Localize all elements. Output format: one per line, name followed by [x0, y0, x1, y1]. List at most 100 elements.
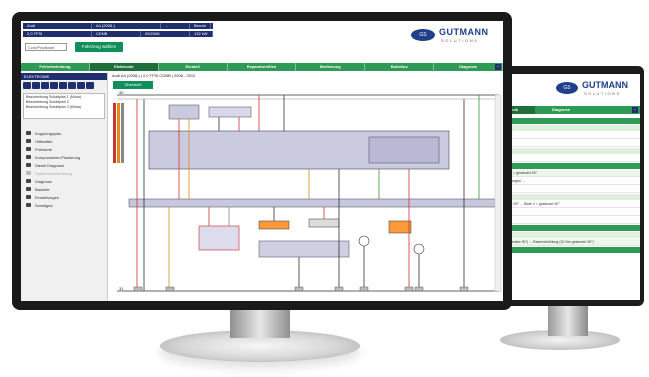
list-item[interactable]: Beschreibung Schaltplan 2 [26, 100, 69, 104]
main-panel: Audi A4 (2008-) | 2,0 TFSI CDNB | 2008 -… [109, 73, 503, 301]
back-section-bar [482, 118, 640, 124]
sidebar-item-label: Prüfwerte [35, 146, 53, 152]
back-section-bar [482, 247, 640, 253]
vehicle-model: A4 (2008-) [92, 23, 161, 29]
back-row[interactable]: ... (auf Motortemperatur 90°) ... Reserv… [482, 239, 640, 246]
back-section-bar [482, 225, 640, 231]
vehicle-date: 09/2008 [141, 31, 190, 37]
back-logo-oval-icon: GS [556, 82, 578, 94]
sidebar-item-einstellungen[interactable]: Einstellungen [21, 193, 107, 201]
help-icon[interactable] [86, 82, 94, 89]
diagram-list[interactable]: Beschreibung Schaltplan 1 (Motor) Beschr… [23, 93, 105, 119]
vehicle-power: 132 kW [190, 31, 213, 37]
fit-icon[interactable] [50, 82, 58, 89]
list-item[interactable]: Beschreibung Schaltplan 3 (Klima) [26, 105, 82, 109]
fuse-box [168, 104, 200, 120]
home-icon[interactable] [77, 82, 85, 89]
forward-icon[interactable] [68, 82, 76, 89]
ecu-block [258, 240, 350, 258]
sidebar-item-label: Kopplungsplan [35, 130, 62, 136]
sub-module [368, 136, 440, 164]
highlighted-component [198, 225, 240, 251]
parts-icon [26, 187, 31, 191]
settings-icon [26, 195, 31, 199]
back-row[interactable]: Anzeige, Stufe 1 = 90° ... Stufe 2 = ges… [482, 201, 640, 208]
sidebar-menu: Kopplungsplan Hilfsmittel Prüfwerte Komp… [21, 129, 107, 209]
collapse-icon[interactable]: − [495, 64, 501, 70]
sidebar-item-kopplungsplan[interactable]: Kopplungsplan [21, 129, 107, 137]
back-tab-diagnose[interactable]: Diagnose [552, 107, 571, 112]
back-monitor-stand-neck [548, 306, 588, 336]
back-collapse-icon[interactable]: − [632, 107, 638, 113]
back-row-text: ... (auf Motortemperatur 90°) ... Reserv… [484, 240, 594, 244]
vehicle-make: Audi [23, 23, 92, 29]
overview-button[interactable]: Übersicht [113, 81, 153, 89]
sidebar: ELEKTRONIK Beschreibung Schaltplan 1 (Mo… [21, 73, 108, 301]
sidebar-item-sonstiges[interactable]: Sonstiges [21, 201, 107, 209]
search-input[interactable]: Ccm/Prodkode [25, 43, 67, 51]
sidebar-item-label: Diesel Diagnose [35, 162, 65, 168]
back-content: Motor Zylinder 1 ... Heizung ... stufe 2… [482, 118, 640, 254]
tab-elektronik[interactable]: Elektronik [89, 63, 159, 71]
tool-icon [26, 139, 31, 143]
rail-label-top: 30 [119, 91, 124, 95]
wire-color-legend [113, 103, 124, 163]
sidebar-item-diesel[interactable]: Diesel Diagnose [21, 161, 107, 169]
diagram-scrollbar [494, 94, 502, 292]
location-icon [26, 155, 31, 159]
vehicle-fuel: Benzin [190, 23, 212, 29]
chip-icon [26, 179, 31, 183]
back-brand-name: GUTMANN [582, 80, 628, 90]
back-subsection [482, 194, 640, 200]
vehicle-variant: ... [161, 23, 190, 29]
back-monitor-stand-base [500, 330, 620, 350]
tab-diagnose[interactable]: Diagnose [434, 63, 503, 71]
motor-symbol [358, 235, 370, 247]
back-row[interactable] [482, 186, 640, 193]
sidebar-toolbar [21, 80, 107, 91]
back-subsection [482, 148, 640, 154]
wiring-diagram[interactable]: 30 31 [109, 91, 503, 301]
back-row[interactable] [482, 140, 640, 147]
tab-einstell[interactable]: Einstell [159, 63, 228, 71]
zoom-in-icon[interactable] [32, 82, 40, 89]
tab-bedienung[interactable]: Bedienung [296, 63, 366, 71]
list-item[interactable]: Beschreibung Schaltplan 1 (Motor) [26, 95, 82, 99]
sidebar-item-label: Sonstiges [35, 202, 53, 208]
sidebar-item-bauteile[interactable]: Bauteile [21, 185, 107, 193]
sidebar-item-pruefwerte[interactable]: Prüfwerte [21, 145, 107, 153]
select-vehicle-button[interactable]: Fahrzeug wählen [75, 42, 123, 52]
logo-oval-icon: GS [411, 29, 435, 41]
print-icon[interactable] [23, 82, 31, 89]
sidebar-item-label: Einstellungen [35, 194, 60, 200]
sidebar-item-hilfsmittel[interactable]: Hilfsmittel [21, 137, 107, 145]
tab-reparaturhilfen[interactable]: Reparaturhilfen [228, 63, 297, 71]
vehicle-engine: 2,0 TFSI [23, 31, 92, 37]
sensor-c [388, 220, 412, 234]
relay-module [208, 106, 252, 118]
back-icon[interactable] [59, 82, 67, 89]
sensor-b [308, 218, 340, 228]
back-brand-logo: GS GUTMANN SOLUTIONS [556, 80, 632, 98]
sidebar-item-label: Bauteile [35, 186, 50, 192]
sidebar-item-diagnose[interactable]: Diagnose [21, 177, 107, 185]
sidebar-item-komponenten[interactable]: Komponenten-Plazierung [21, 153, 107, 161]
sidebar-item-system[interactable]: Systembeschreibung [21, 169, 107, 177]
ground-connectors [133, 286, 469, 292]
sensor-a [258, 220, 290, 230]
breadcrumb: Audi A4 (2008-) | 2,0 TFSI CDNB | 2008 -… [112, 73, 196, 78]
back-row[interactable] [482, 209, 640, 216]
zoom-out-icon[interactable] [41, 82, 49, 89]
vehicle-engine-code: CDNB [92, 31, 141, 37]
tab-bulletins[interactable]: Bulletins [365, 63, 435, 71]
diesel-icon [26, 163, 31, 167]
back-section-bar [482, 163, 640, 169]
connector-strip [128, 198, 500, 208]
tab-fehlerbehebung[interactable]: Fehlerbehebung [21, 63, 90, 71]
gauge-icon [26, 147, 31, 151]
back-row[interactable] [482, 155, 640, 162]
back-subsection [482, 232, 640, 238]
